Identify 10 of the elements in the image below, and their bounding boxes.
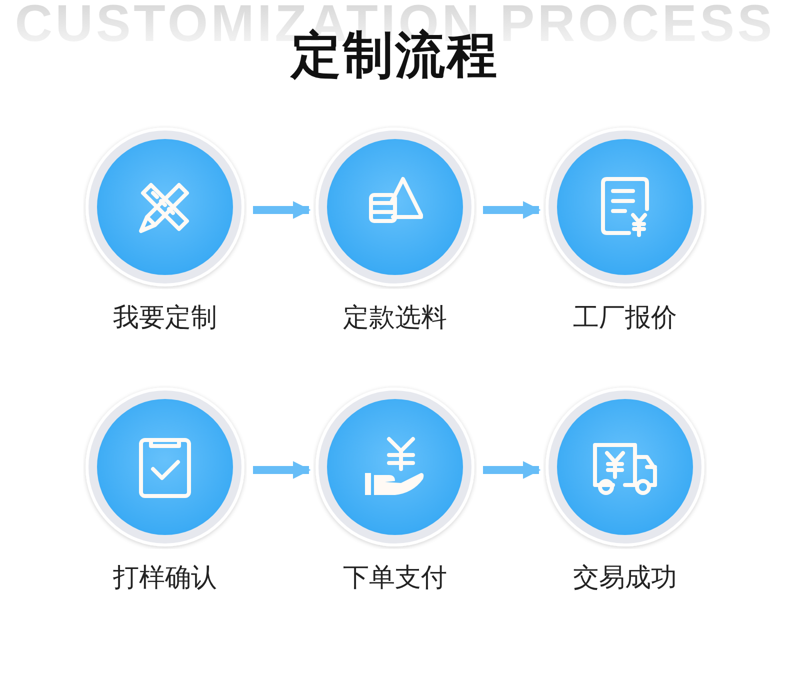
step-label: 定款选料 [343, 303, 447, 333]
step-label: 打样确认 [113, 563, 217, 593]
arrow [483, 201, 541, 219]
step-label: 我要定制 [113, 303, 217, 333]
step-label: 工厂报价 [573, 303, 677, 333]
arrow [253, 201, 311, 219]
arrow [253, 461, 311, 479]
arrow [483, 461, 541, 479]
step-label: 交易成功 [573, 563, 677, 593]
step-label: 下单支付 [343, 563, 447, 593]
